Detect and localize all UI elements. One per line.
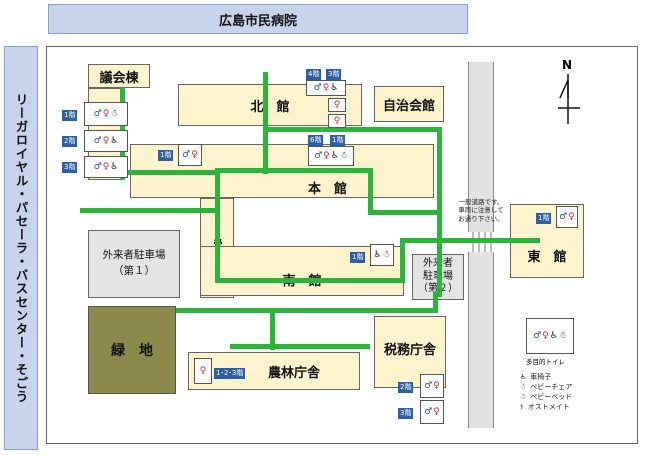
wheelchair-icon: ♿ (520, 373, 527, 381)
floor-tag: 3階 (398, 408, 414, 419)
toilet-icon: ♂♀♿☃ (308, 146, 354, 166)
north-label: N (562, 58, 573, 72)
building-gikai: 議会棟 (88, 64, 150, 88)
path-segment (215, 168, 373, 173)
building-jichi-label: 自治会館 (382, 98, 435, 114)
road-note: 一般道路です。車両に注意してお通り下さい。 (458, 198, 504, 223)
floor-tag: 3階 (62, 162, 78, 173)
floor-tag: 4階 (306, 69, 322, 80)
legend-multi-toilet: 多目的トイレ (526, 358, 565, 366)
parking-1-sublabel: （第１） (113, 265, 155, 277)
floor-tag: 1階 (536, 213, 552, 224)
sidebar-destinations: リーガロイヤル・パセーラ・バスセンター・そごう (4, 46, 38, 450)
toilet-icon: ♂♀ (420, 374, 444, 398)
floor-tag: 1･2･3階 (214, 368, 246, 379)
toilet-icon: ♂♀ (178, 144, 202, 166)
path-segment (437, 127, 442, 297)
path-segment (400, 242, 405, 282)
hospital-banner: 広島市民病院 (48, 4, 468, 34)
green-area-label: 緑 地 (111, 343, 153, 359)
building-nourin-label: 農林庁舎 (267, 365, 320, 381)
path-segment (433, 292, 438, 312)
sidebar-label: リーガロイヤル・パセーラ・バスセンター・そごう (13, 92, 29, 404)
path-segment (215, 278, 405, 283)
floor-tag: 1階 (62, 110, 78, 121)
path-segment (265, 127, 441, 132)
path-segment (368, 210, 440, 215)
legend-toilet-icon: ♂♀ ♿☃ (526, 318, 574, 354)
floor-tag: 3階 (326, 69, 342, 80)
compass-icon (558, 74, 580, 124)
floor-tag: 1階 (158, 150, 174, 161)
legend-item: ☃ベビーベッド (520, 393, 573, 401)
toilet-icon: ♿☃ (370, 244, 394, 266)
legend: ♂♀ ♿☃ 多目的トイレ ♿車椅子 ☃ベビーチェア ☃ベビーベッド ⚕オストメイ… (520, 318, 620, 438)
floor-tag: 2階 (62, 136, 78, 147)
path-segment (176, 308, 438, 313)
toilet-icon: ♀ (194, 358, 212, 384)
building-gikai-label: 議会棟 (99, 70, 139, 86)
building-jichi: 自治会館 (374, 86, 444, 122)
toilet-icon: ♀ (328, 114, 346, 128)
path-segment (400, 238, 540, 243)
toilet-icon: ♂♀ (420, 400, 444, 424)
floor-tag: 2階 (398, 382, 414, 393)
toilet-icon: ♂♀♿ (84, 130, 128, 152)
toilet-icon: ♀ (328, 98, 346, 112)
baby-bed-icon: ☃ (520, 393, 527, 401)
parking-1-label: 外来者駐車場 (102, 249, 166, 262)
toilet-icon: ♂♀ (556, 206, 578, 228)
path-segment (230, 344, 370, 349)
path-segment (80, 208, 220, 213)
path-segment (120, 170, 220, 175)
path-segment (368, 168, 373, 214)
building-zeimu-label: 税務庁舎 (383, 343, 436, 358)
ostomate-icon: ⚕ (520, 403, 524, 411)
toilet-icon: ♂♀♿ (306, 80, 346, 96)
building-higashi-label: 東 館 (527, 249, 567, 265)
hospital-banner-label: 広島市民病院 (218, 13, 297, 29)
toilet-icon: ♂♀♿ (84, 156, 128, 178)
green-area: 緑 地 (88, 306, 176, 394)
floor-tag: 1階 (330, 135, 346, 146)
path-segment (263, 72, 268, 174)
path-segment (215, 170, 220, 282)
toilet-icon: ♂♀☃ (84, 102, 128, 126)
floor-tag: 1階 (350, 252, 366, 263)
baby-chair-icon: ☃ (520, 383, 527, 391)
path-segment (270, 308, 275, 350)
building-hon-label: 本 館 (307, 181, 347, 197)
parking-1: 外来者駐車場 （第１） (88, 230, 180, 298)
legend-item: ⚕オストメイト (520, 403, 570, 411)
north-arrow: N (552, 58, 588, 128)
legend-item: ♿車椅子 (520, 373, 552, 381)
legend-item: ☃ベビーチェア (520, 383, 573, 391)
building-kita-label: 北 館 (250, 99, 290, 115)
floor-tag: 6階 (308, 135, 324, 146)
